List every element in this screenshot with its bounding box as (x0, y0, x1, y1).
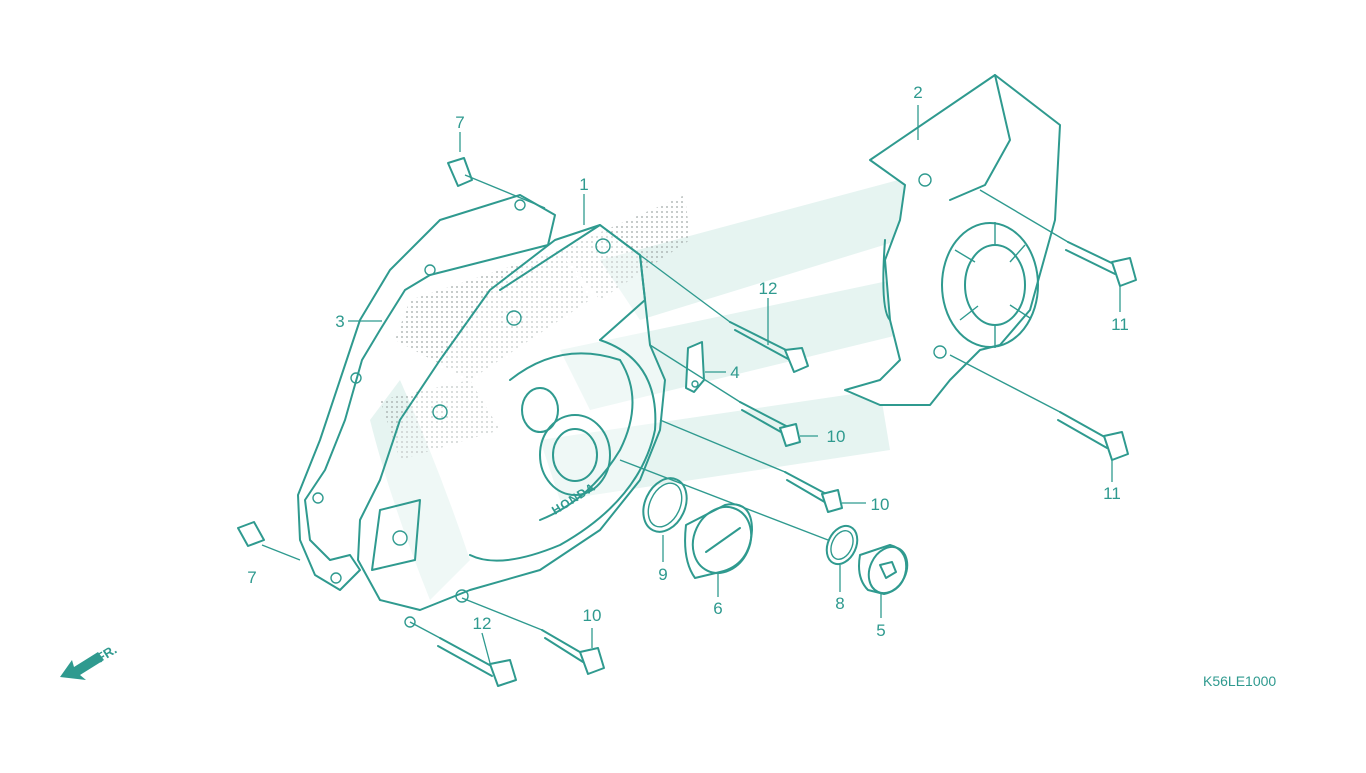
plug-part-5 (858, 544, 909, 595)
o-ring-part-8 (825, 524, 859, 566)
callout-5: 5 (876, 621, 885, 640)
bolt-part-12-upper (729, 321, 809, 373)
callout-10-lower: 10 (583, 606, 602, 625)
callout-12-upper: 12 (759, 279, 778, 298)
diagram-code: K56LE1000 (1203, 673, 1276, 689)
callout-8: 8 (835, 594, 844, 613)
callout-6: 6 (713, 599, 722, 618)
bolt-part-12-lower (437, 637, 517, 687)
callout-4: 4 (730, 363, 739, 382)
bolt-part-10-middle (784, 471, 843, 513)
bolt-part-11-lower (1057, 411, 1129, 461)
callout-7-lower: 7 (247, 568, 256, 587)
leader-lines (261, 105, 1121, 664)
callout-11-lower: 11 (1103, 484, 1121, 503)
dotted-shading (380, 195, 690, 460)
bolt-part-10-upper (739, 401, 801, 447)
crankcase-cover-part-1: HONDA (357, 224, 666, 628)
callout-1: 1 (579, 175, 588, 194)
gasket-part-3 (297, 194, 556, 591)
front-direction-arrow: FR. (60, 642, 119, 680)
bracket-part-4 (685, 341, 705, 393)
callout-10-middle: 10 (871, 495, 890, 514)
callout-3: 3 (335, 312, 344, 331)
fan-cover-part-2 (844, 74, 1061, 406)
callout-11-upper: 11 (1111, 315, 1129, 334)
bolt-group (437, 241, 1137, 687)
callout-7-upper: 7 (455, 113, 464, 132)
o-ring-part-9 (642, 477, 688, 533)
callout-labels: 1 2 3 4 5 6 7 7 8 9 10 10 10 11 11 12 12 (247, 83, 1129, 640)
callout-12-lower: 12 (473, 614, 492, 633)
callout-9: 9 (658, 565, 667, 584)
callout-2: 2 (913, 83, 922, 102)
bolt-part-10-lower (541, 629, 605, 675)
bolt-part-11-upper (1065, 241, 1137, 287)
callout-10-upper: 10 (827, 427, 846, 446)
arrow-left-icon (60, 652, 104, 680)
dowel-pin-part-7 (237, 157, 473, 547)
